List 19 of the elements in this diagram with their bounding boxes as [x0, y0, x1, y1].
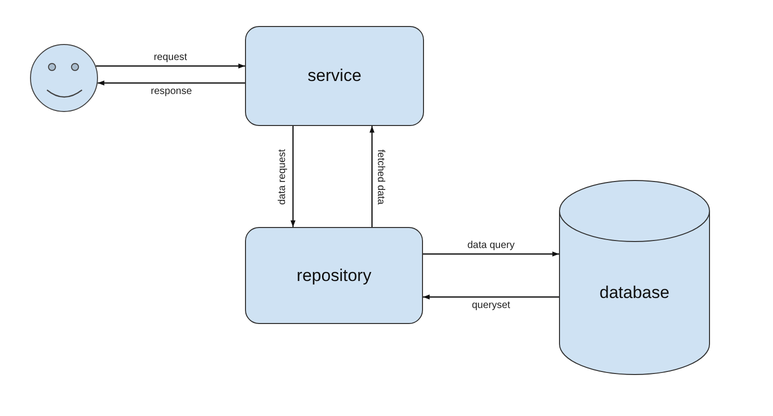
- process-box: [245, 227, 423, 324]
- arrow: [290, 126, 296, 227]
- smiley-face-icon: [30, 44, 98, 112]
- edge-label: queryset: [472, 301, 510, 311]
- arrow: [96, 64, 245, 68]
- edge-label: data request: [278, 148, 288, 204]
- node-label: repository: [296, 264, 372, 286]
- arrow: [423, 252, 559, 256]
- edge-label: request: [154, 53, 188, 63]
- node-label: database: [600, 282, 670, 304]
- arrow: [423, 294, 559, 300]
- edge-label: response: [150, 87, 192, 97]
- arrow: [98, 80, 245, 86]
- process-box: [245, 26, 424, 126]
- database-cylinder: [559, 180, 710, 375]
- arrow: [370, 126, 374, 227]
- edge-label: data query: [467, 241, 515, 251]
- node-label: service: [308, 65, 362, 87]
- edge-label: fetched data: [375, 148, 385, 204]
